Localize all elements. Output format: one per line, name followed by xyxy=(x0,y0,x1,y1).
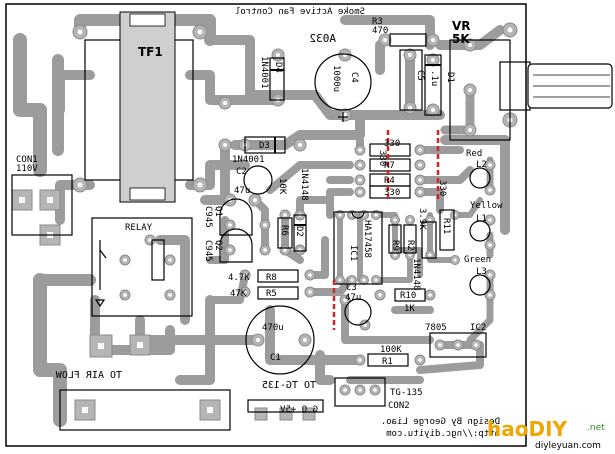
r10-label: R10 xyxy=(400,291,416,301)
l2-label: L2 xyxy=(476,160,487,170)
c1-label: C1 xyxy=(270,353,281,363)
ic1-value: HA17458 xyxy=(362,220,372,258)
board-title: Smoke Active Fan Control xyxy=(235,7,365,17)
r5-value: 47K xyxy=(230,289,247,299)
r8-value: 4.7K xyxy=(228,273,250,283)
r7-label: R7 xyxy=(384,161,395,171)
r-330-right: 330 xyxy=(437,180,447,196)
r-330-top: 330 xyxy=(384,139,400,149)
d1-label: D1 xyxy=(445,72,455,83)
to-tg-label: TO TG-135 xyxy=(262,380,316,391)
c4-label: C4 xyxy=(349,72,359,83)
jumper-wires xyxy=(332,130,440,330)
r-3-9k: 3.9K xyxy=(417,208,427,230)
c2-label: C2 xyxy=(236,167,247,177)
relay-label: RELAY xyxy=(125,223,153,233)
board-code: A032 xyxy=(310,32,337,45)
design-credit: Design By George Liao. xyxy=(381,417,500,427)
watermark-tld: .net xyxy=(587,423,605,433)
d1-value: .1u xyxy=(429,70,439,86)
watermark: haoDIY .net diyleyuan.com xyxy=(487,417,605,451)
con1-label: CON1 xyxy=(16,155,38,165)
q1-label: Q1 xyxy=(213,206,223,217)
c2-value: 47u xyxy=(234,186,250,196)
r1-value: 100K xyxy=(380,345,402,355)
vr-label: VR xyxy=(452,19,471,33)
c3-label: C3 xyxy=(346,283,357,293)
vr-value: 5K xyxy=(452,32,470,46)
to-air-flow-label: TO AIR FLOW xyxy=(55,370,122,381)
r11-label: R11 xyxy=(441,218,451,234)
c4-value: 1000u xyxy=(331,65,341,92)
watermark-sub: diyleyuan.com xyxy=(535,441,601,451)
labels: Smoke Active Fan Control A032 Design By … xyxy=(16,7,503,439)
d4-label: D4 xyxy=(273,62,283,73)
d3-label: D3 xyxy=(259,141,270,151)
r3-label: R3 xyxy=(372,17,383,27)
c5-label: C5 xyxy=(415,70,425,81)
r4-label: R4 xyxy=(384,176,395,186)
r7-value: 330 xyxy=(377,150,387,166)
design-url: http://ngc.diyitu.com xyxy=(386,429,500,439)
silkscreen xyxy=(11,11,613,431)
q2-label: Q2 xyxy=(213,240,223,251)
r10k-label: 10K xyxy=(277,178,287,195)
c1-value: 470u xyxy=(262,323,284,333)
r3-value: 470 xyxy=(372,26,388,36)
d-1n4148-label: 1N4148 xyxy=(299,168,309,201)
ic2-value: 7805 xyxy=(425,323,447,333)
l3-label: L3 xyxy=(476,267,487,277)
l1-color: Yellow xyxy=(470,201,503,211)
r4-value: 330 xyxy=(384,188,400,198)
q1-value: C945 xyxy=(203,206,213,228)
con2-label: CON2 xyxy=(388,401,410,411)
q2-value: C945 xyxy=(203,240,213,262)
con2-value: TG-135 xyxy=(390,388,423,398)
r5-label: R5 xyxy=(266,289,277,299)
ic2-label: IC2 xyxy=(470,323,486,333)
c3-value: 47u xyxy=(345,293,361,303)
d3-value: 1N4001 xyxy=(232,155,265,165)
r8-label: R8 xyxy=(266,273,277,283)
d2-label: D2 xyxy=(294,226,304,237)
power-label: G O +5V xyxy=(279,405,318,415)
con1-value: 110V xyxy=(16,164,38,174)
ic1-label: IC1 xyxy=(348,245,358,261)
r1-label: R1 xyxy=(382,357,393,367)
r10-value: 1K xyxy=(404,304,415,314)
watermark-logo: haoDIY xyxy=(487,417,568,441)
l2-color: Red xyxy=(466,149,482,159)
d-1n4148-2-label: 1N4148 xyxy=(411,258,421,291)
r9-label: R9 xyxy=(390,240,400,251)
tf1-label: TF1 xyxy=(138,45,163,59)
d4-value: 1N4001 xyxy=(259,56,269,89)
l1-label: L1 xyxy=(476,214,487,224)
r6-label: R6 xyxy=(279,225,289,236)
l3-color: Green xyxy=(464,255,491,265)
r2-label: R2 xyxy=(405,240,415,251)
